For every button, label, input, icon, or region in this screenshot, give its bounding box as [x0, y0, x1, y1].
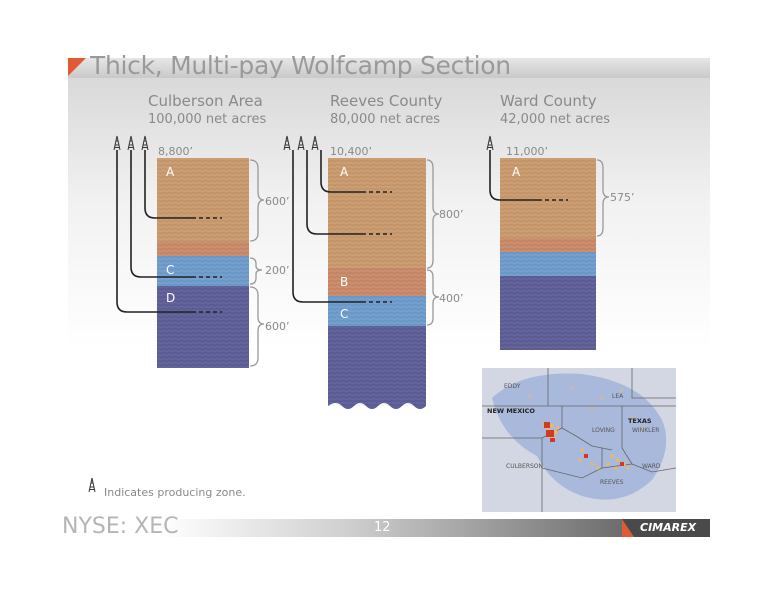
derrick-icon	[486, 135, 494, 151]
column-acres: 80,000 net acres	[330, 112, 441, 127]
wellbore-d	[116, 150, 192, 313]
column-header-reeves: Reeves County 80,000 net acres	[330, 92, 442, 127]
cimarex-acreage	[544, 422, 624, 466]
wellbore-a	[144, 150, 192, 219]
wellbore-a-upper	[320, 150, 362, 193]
title-accent-triangle	[68, 58, 86, 76]
thickness-label: 575’	[610, 191, 635, 204]
derrick-icon	[297, 135, 305, 151]
thickness-bracket	[249, 159, 265, 242]
map-label-lea: LEA	[612, 393, 624, 400]
wellbore-a	[489, 150, 538, 201]
derrick-icon	[141, 135, 149, 151]
wellbore-a-lower	[306, 150, 362, 235]
thickness-bracket	[426, 159, 440, 269]
thickness-label: 600’	[265, 320, 290, 333]
footer-bar	[160, 519, 630, 537]
thickness-label: 800’	[439, 208, 464, 221]
derrick-icon	[311, 135, 319, 151]
location-map: EDDY LEA NEW MEXICO TEXAS LOVING WINKLER…	[482, 368, 676, 512]
county-lines	[482, 368, 676, 512]
cimarex-logo: CIMAREX	[622, 519, 710, 537]
map-label-new-mexico: NEW MEXICO	[487, 407, 535, 415]
thickness-bracket	[249, 286, 265, 367]
column-name: Ward County	[500, 92, 597, 110]
oil-derrick-icon	[88, 477, 96, 493]
derrick-icon	[283, 135, 291, 151]
depth-label: 8,800’	[158, 145, 193, 158]
zone-label-a: A	[340, 165, 349, 179]
basin-outline	[492, 373, 667, 500]
map-label-eddy: EDDY	[504, 383, 521, 390]
zone-label-d: D	[166, 291, 175, 305]
thickness-label: 600’	[265, 195, 290, 208]
page-number: 12	[374, 520, 391, 535]
zone-label-c: C	[166, 263, 174, 277]
zone-label-a: A	[166, 165, 175, 179]
column-name: Culberson Area	[148, 92, 263, 110]
column-name: Reeves County	[330, 92, 443, 110]
column-acres: 42,000 net acres	[500, 112, 611, 127]
column-reeves: 10,400’ A B C 800’ 400’	[283, 135, 464, 409]
thickness-bracket	[249, 257, 263, 285]
map-label-loving: LOVING	[592, 427, 615, 434]
column-header-culberson: Culberson Area 100,000 net acres	[148, 92, 266, 127]
logo-accent	[622, 519, 634, 537]
zone-label-c: C	[340, 307, 348, 321]
thickness-label: 400’	[439, 292, 464, 305]
zone-label-b: B	[340, 275, 348, 289]
derrick-icon	[127, 135, 135, 151]
footer-ticker: NYSE: XEC	[62, 514, 179, 539]
column-culberson: 8,800’ A C D 600’ 200’ 600’	[113, 135, 290, 368]
map-label-winkler: WINKLER	[632, 427, 659, 434]
page-title: Thick, Multi-pay Wolfcamp Section	[90, 51, 511, 80]
depth-label: 10,400’	[330, 145, 372, 158]
legend-text: Indicates producing zone.	[104, 486, 246, 499]
map-label-texas: TEXAS	[628, 417, 652, 425]
column-ward: 11,000’ A 575’	[486, 135, 635, 350]
thickness-label: 200’	[265, 264, 290, 277]
thickness-bracket	[426, 269, 440, 326]
thickness-bracket	[596, 159, 610, 237]
wellbore-b-c	[292, 150, 362, 303]
derrick-icon	[113, 135, 121, 151]
wellbore-c	[130, 150, 192, 278]
map-label-reeves: REEVES	[600, 479, 624, 486]
zone-label-a: A	[512, 165, 521, 179]
map-label-culberson: CULBERSON	[506, 463, 543, 470]
logo-text: CIMAREX	[640, 521, 697, 534]
column-acres: 100,000 net acres	[148, 112, 267, 127]
column-header-ward: Ward County 42,000 net acres	[500, 92, 610, 127]
depth-label: 11,000’	[506, 145, 548, 158]
map-label-ward: WARD	[642, 463, 661, 470]
title-bar	[68, 58, 710, 78]
